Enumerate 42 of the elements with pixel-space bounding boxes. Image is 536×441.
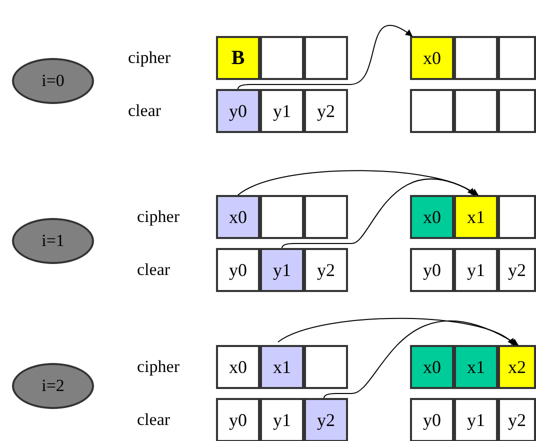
array-cell: B [216, 36, 260, 80]
array-cell: x0 [216, 345, 260, 389]
array-cell: y1 [454, 248, 498, 292]
array-cell: y2 [304, 398, 348, 441]
step-oval: i=2 [12, 363, 94, 409]
array-cell: y2 [498, 248, 536, 292]
curved-arrow [278, 318, 515, 346]
array-cell: x0 [410, 195, 454, 239]
empty-cell [498, 89, 536, 133]
row-label: clear [128, 101, 162, 121]
array-cell: x1 [260, 345, 304, 389]
array-cell: x1 [454, 345, 498, 389]
row-label: cipher [128, 48, 170, 68]
step-oval: i=0 [12, 58, 94, 104]
array-cell: y1 [260, 89, 304, 133]
curved-arrow [324, 320, 519, 398]
array-cell: y0 [410, 398, 454, 441]
array-cell: y2 [304, 89, 348, 133]
array-cell: y2 [498, 398, 536, 441]
array-cell: x0 [410, 345, 454, 389]
array-cell: y1 [260, 248, 304, 292]
array-cell: x2 [498, 345, 536, 389]
curved-arrow [282, 178, 479, 248]
row-label: clear [137, 410, 170, 430]
array-cell: y0 [410, 248, 454, 292]
array-cell: y0 [216, 89, 260, 133]
empty-cell [498, 195, 536, 239]
array-cell: y1 [260, 398, 304, 441]
array-cell: x1 [454, 195, 498, 239]
empty-cell [498, 36, 536, 80]
step-oval: i=1 [12, 218, 94, 264]
array-cell: y0 [216, 248, 260, 292]
curved-arrow [238, 24, 413, 90]
row-label: clear [137, 260, 170, 280]
array-cell: x0 [216, 195, 260, 239]
row-label: cipher [137, 357, 180, 377]
curved-arrow [238, 170, 475, 196]
array-cell: y0 [216, 398, 260, 441]
array-cell: x0 [410, 36, 454, 80]
row-label: cipher [137, 207, 180, 227]
array-cell: y1 [454, 398, 498, 441]
array-cell: y2 [304, 248, 348, 292]
